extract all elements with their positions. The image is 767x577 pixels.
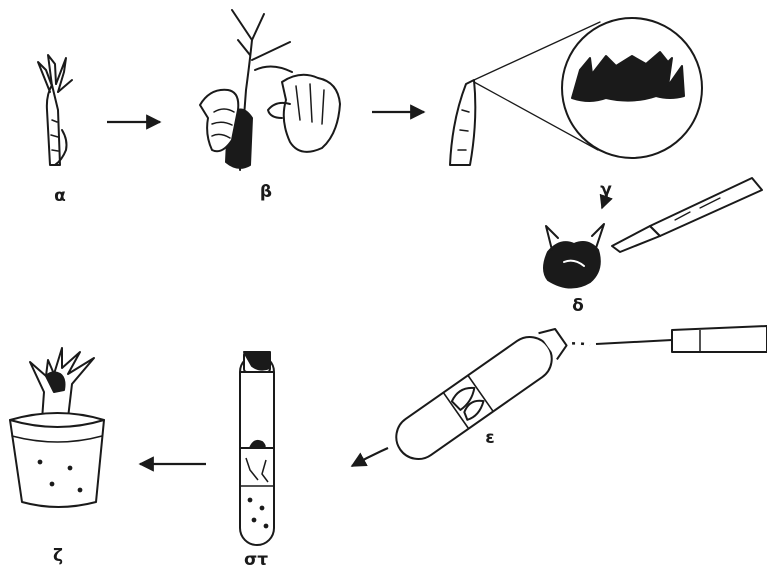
hands-illustration: [200, 10, 340, 170]
step-label-b: β: [260, 184, 272, 201]
transfer-needle-illustration: [596, 326, 767, 352]
plant-shoot-illustration: [38, 55, 72, 165]
rooting-tube-illustration: [240, 352, 274, 545]
step-label-c: γ: [600, 182, 612, 199]
step-label-a: α: [54, 188, 66, 205]
step-label-z: ζ: [53, 548, 63, 565]
potted-plant-illustration: [10, 348, 104, 507]
step-label-st: στ: [244, 552, 268, 569]
culture-tube-illustration: [388, 319, 574, 467]
scalpel-explant-illustration: [544, 178, 762, 288]
arrow-e-to-st: [352, 448, 388, 466]
meristem-magnification: [450, 18, 702, 165]
step-label-d: δ: [572, 298, 584, 315]
step-label-e: ε: [485, 430, 494, 447]
